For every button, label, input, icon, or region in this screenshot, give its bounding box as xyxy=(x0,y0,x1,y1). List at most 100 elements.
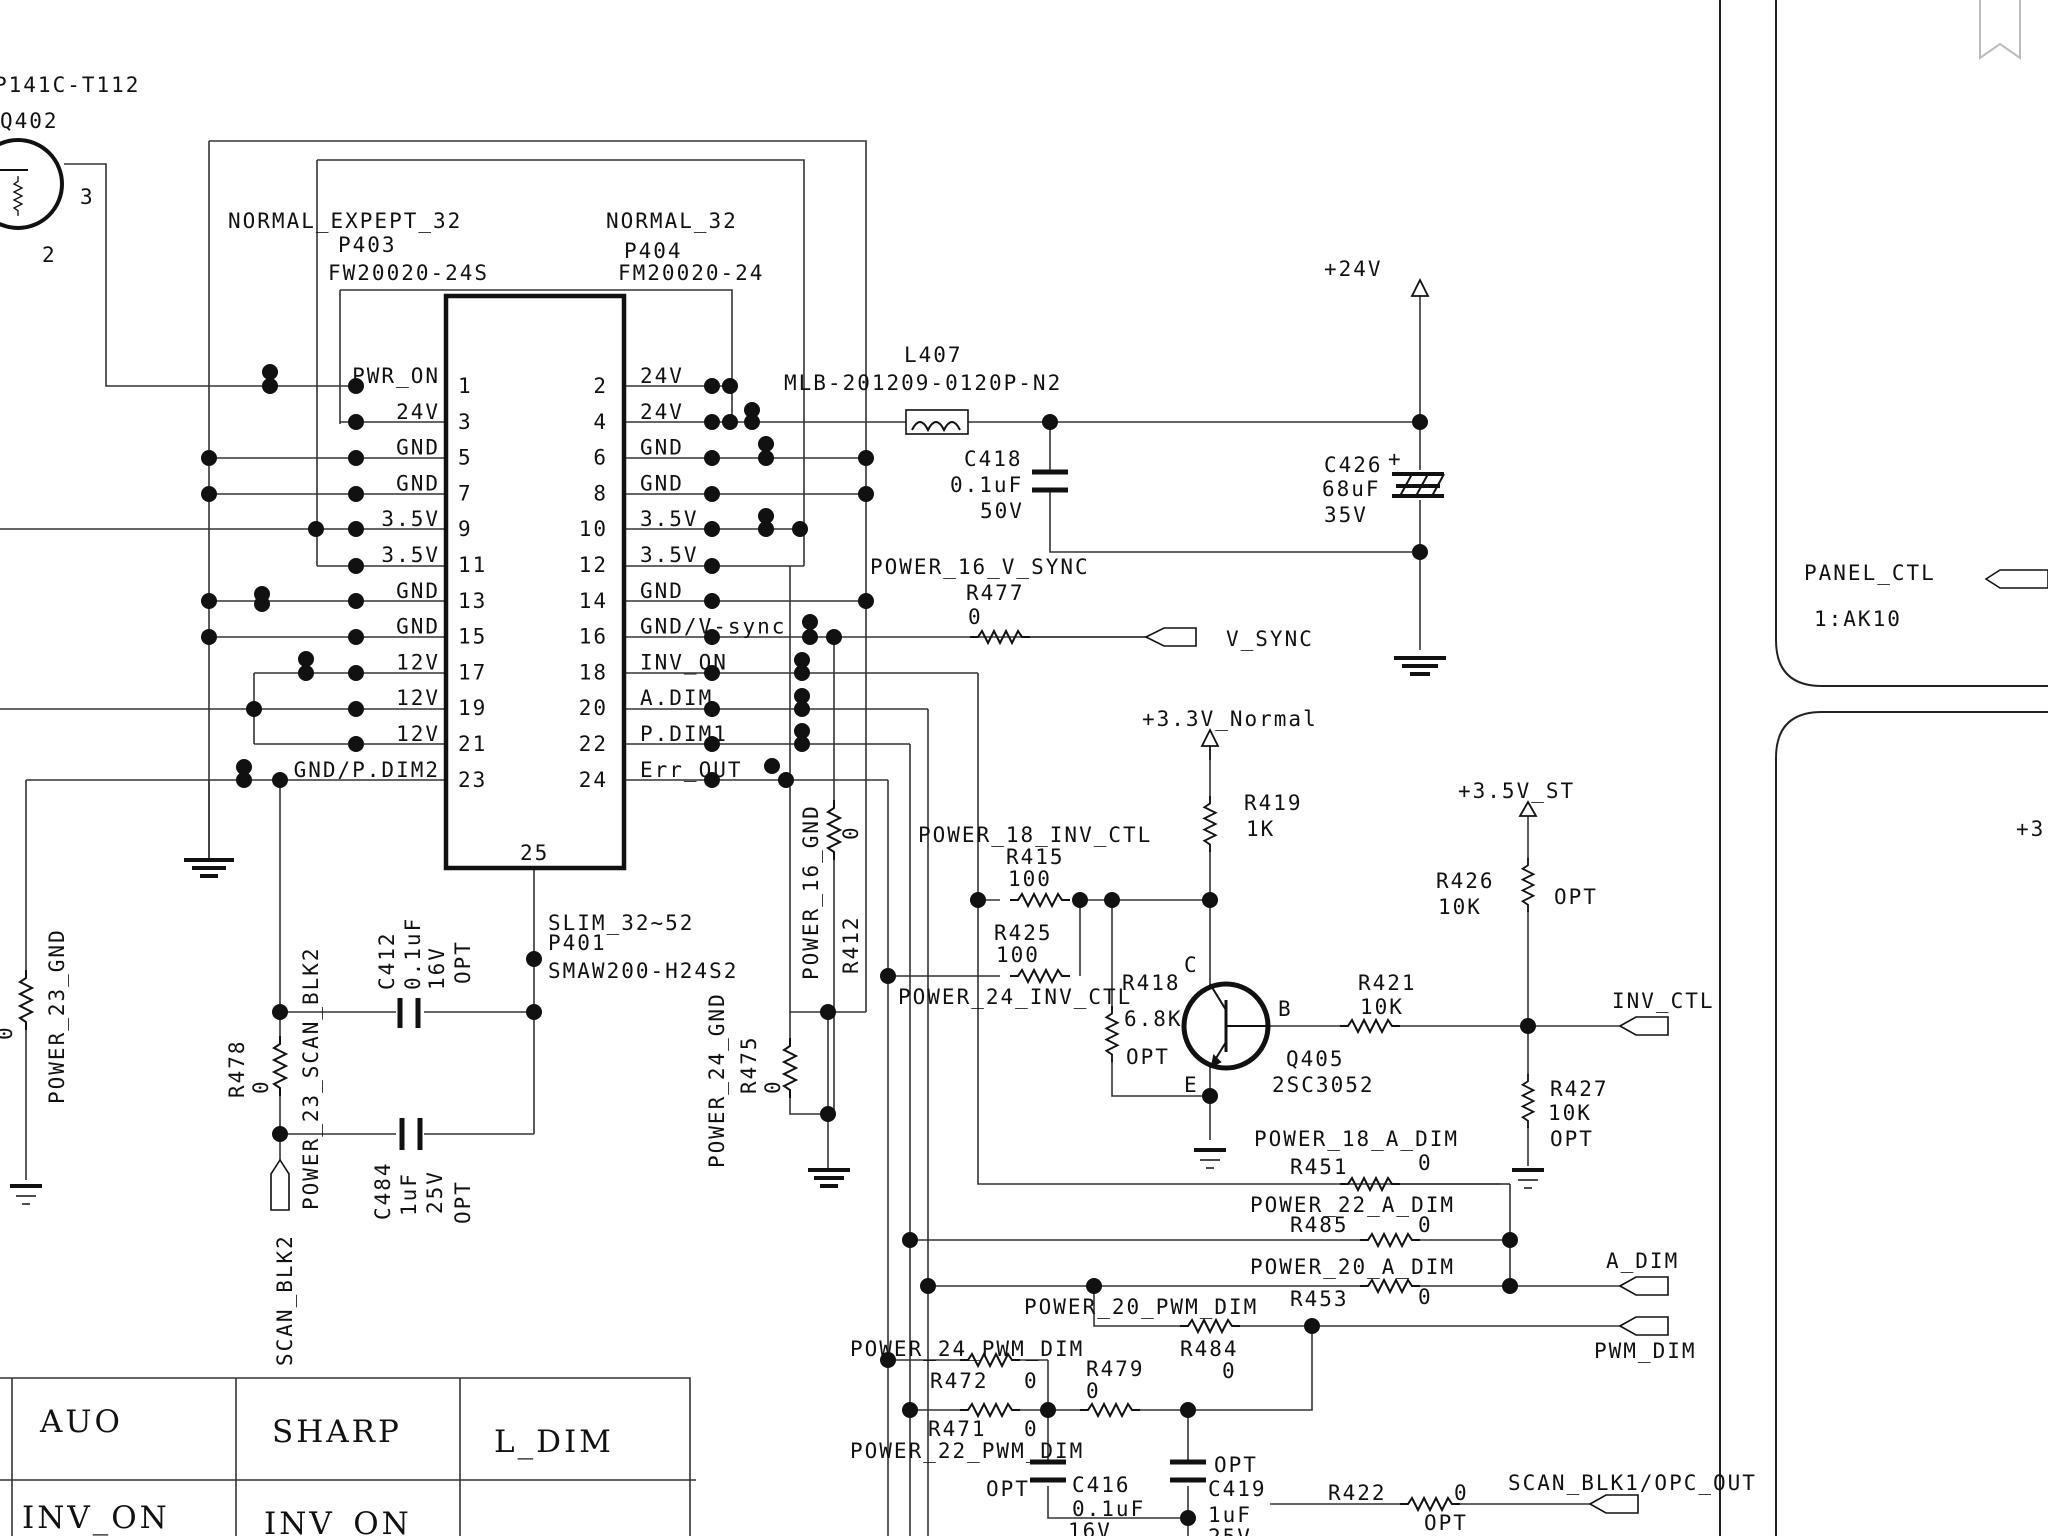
port-a-dim: A_DIM xyxy=(1606,1249,1679,1273)
junction-dot xyxy=(201,450,217,466)
junction-dot xyxy=(858,593,874,609)
junction-dot xyxy=(236,759,252,775)
r453-value: 0 xyxy=(1418,1285,1433,1309)
connector-pin-number: 11 xyxy=(458,553,487,577)
connector-pin-number: 12 xyxy=(579,553,608,577)
junction-dot xyxy=(1040,1402,1056,1418)
r451-ref: R451 xyxy=(1290,1155,1349,1179)
connector-pin-number: 6 xyxy=(593,446,608,470)
junction-dot xyxy=(201,629,217,645)
connector-pin-number: 3 xyxy=(458,410,473,434)
c419-voltage: 25V xyxy=(1208,1525,1252,1536)
junction-dot xyxy=(744,414,760,430)
connector-pin-net: PWR_ON xyxy=(352,364,440,388)
r485-ref: R485 xyxy=(1290,1213,1349,1237)
r419-ref: R419 xyxy=(1244,791,1303,815)
junction-dot xyxy=(722,378,738,394)
junction-dot xyxy=(880,968,896,984)
c484-opt: OPT xyxy=(451,1180,475,1224)
q402-pin2: 2 xyxy=(42,243,57,267)
junction-dot xyxy=(1042,414,1058,430)
junction-dot xyxy=(1180,1402,1196,1418)
connector-pin-number: 2 xyxy=(593,374,608,398)
junction-dot xyxy=(794,701,810,717)
connector-pin-net: Err_OUT xyxy=(640,758,743,782)
r426-resistor xyxy=(1521,857,1535,913)
junction-dot xyxy=(1502,1278,1518,1294)
c418-voltage: 50V xyxy=(980,499,1024,523)
junction-dot xyxy=(1072,892,1088,908)
r422-value: 0 xyxy=(1454,1481,1469,1505)
r425-ref: R425 xyxy=(994,921,1053,945)
junction-dot xyxy=(236,772,252,788)
connector-pin-net: GND xyxy=(396,436,440,460)
connector-pin-net: P.DIM1 xyxy=(640,722,728,746)
connector-pin-number: 16 xyxy=(579,625,608,649)
rail-35v: +3.5V_ST xyxy=(1458,779,1575,803)
junction-dot xyxy=(704,629,720,645)
connector-pin-number: 5 xyxy=(458,446,473,470)
q405-b: B xyxy=(1278,997,1293,1021)
junction-dot xyxy=(826,629,842,645)
power23-resistor xyxy=(19,969,33,1031)
r418-value: 6.8K xyxy=(1124,1007,1183,1031)
connector-pin-net: 24V xyxy=(640,400,684,424)
r477-net: POWER_16_V_SYNC xyxy=(870,555,1090,579)
table-header-sharp: SHARP xyxy=(272,1414,402,1450)
r471-ref: R471 xyxy=(928,1417,987,1441)
c418-capacitor xyxy=(1032,469,1068,493)
r475-net: POWER_24_GND xyxy=(705,992,729,1168)
junction-dot xyxy=(308,521,324,537)
junction-dot xyxy=(764,758,780,774)
junction-dot xyxy=(880,1352,896,1368)
r426-opt: OPT xyxy=(1554,885,1598,909)
r485-resistor xyxy=(1359,1233,1421,1247)
c412-capacitor xyxy=(397,998,421,1028)
r472-net: POWER_24_PWM_DIM xyxy=(850,1337,1084,1361)
c416-voltage: 16V xyxy=(1068,1519,1112,1536)
table-cell-inv-on-1: INV_ON xyxy=(22,1500,170,1536)
rail-partial: +3 xyxy=(2016,817,2045,841)
port-scan-blk1: SCAN_BLK1/OPC_OUT xyxy=(1508,1471,1757,1495)
r478-value: 0 xyxy=(249,1079,273,1094)
c426-value: 68uF xyxy=(1322,477,1381,501)
connector-left-pins: 1PWR_ON324V5GND7GND93.5V113.5V13GND15GND… xyxy=(294,364,487,792)
r422-resistor xyxy=(1399,1497,1461,1511)
p401-ref: P401 xyxy=(548,931,607,955)
port-pwm-dim: PWM_DIM xyxy=(1594,1339,1697,1363)
connector-pin-number: 22 xyxy=(579,732,608,756)
junction-dot xyxy=(794,723,810,739)
junction-dot xyxy=(902,1232,918,1248)
rail-24v: +24V xyxy=(1324,257,1383,281)
connector-pin-number: 4 xyxy=(593,410,608,434)
junction-dot xyxy=(794,652,810,668)
p403-variant: NORMAL_EXPEPT_32 xyxy=(228,209,462,233)
q405-c: C xyxy=(1184,953,1199,977)
p403-ref: P403 xyxy=(338,233,397,257)
junction-dot xyxy=(1304,1318,1320,1334)
r415-value: 100 xyxy=(1008,867,1052,891)
junction-dot xyxy=(704,772,720,788)
junction-dot xyxy=(802,629,818,645)
junction-dot xyxy=(820,1004,836,1020)
table-header-auo: AUO xyxy=(39,1404,123,1440)
junction-dot xyxy=(1202,892,1218,908)
power23-net: POWER_23_GND xyxy=(45,928,69,1104)
c484-value: 1uF xyxy=(397,1172,421,1216)
connector-pin-net: GND xyxy=(640,471,684,495)
l407-part: MLB-201209-0120P-N2 xyxy=(784,371,1062,395)
c416-ref: C416 xyxy=(1072,1473,1131,1497)
connector-pin-number: 23 xyxy=(458,768,487,792)
junction-dot xyxy=(298,665,314,681)
c484-voltage: 25V xyxy=(423,1170,447,1214)
r472-ref: R472 xyxy=(930,1369,989,1393)
q405-transistor xyxy=(1181,981,1271,1071)
labels: P141C-T112 Q402 3 2 NORMAL_EXPEPT_32 P40… xyxy=(0,73,2045,1536)
junction-dot xyxy=(1520,1018,1536,1034)
title-partial: P141C-T112 xyxy=(0,73,140,97)
l407-ref: L407 xyxy=(904,343,963,367)
junction-dot xyxy=(246,701,262,717)
connector-pin-number: 19 xyxy=(458,696,487,720)
c412-voltage: 16V xyxy=(425,946,449,990)
r427-value: 10K xyxy=(1548,1101,1592,1125)
